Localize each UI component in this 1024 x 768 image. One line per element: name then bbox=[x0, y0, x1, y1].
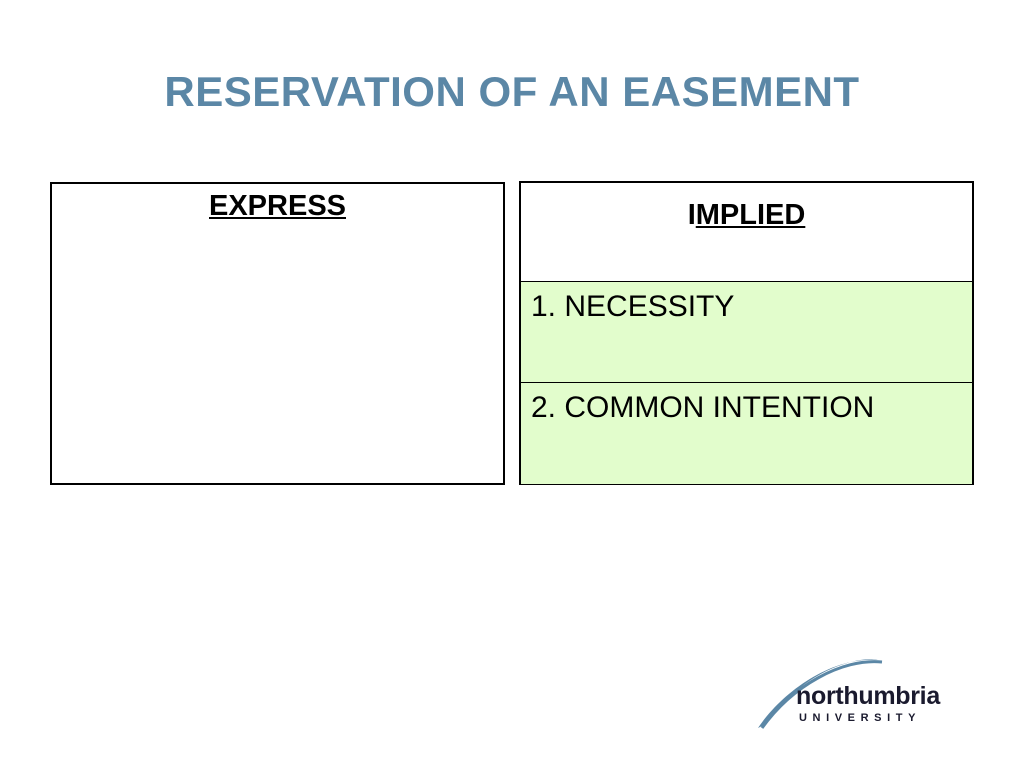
implied-heading-initial: I bbox=[687, 199, 696, 231]
implied-heading-rest: MPLIED bbox=[695, 199, 806, 231]
implied-row-label: 1. NECESSITY bbox=[531, 290, 735, 323]
implied-header-cell: IMPLIED bbox=[521, 183, 972, 281]
logo-name: northumbria bbox=[796, 682, 940, 710]
implied-row-label: 2. COMMON INTENTION bbox=[531, 391, 875, 424]
logo-subtitle: UNIVERSITY bbox=[799, 712, 922, 724]
implied-table: IMPLIED 1. NECESSITY 2. COMMON INTENTION bbox=[519, 181, 974, 485]
northumbria-logo: northumbria UNIVERSITY bbox=[752, 652, 962, 732]
implied-heading: IMPLIED bbox=[521, 199, 972, 232]
slide-title: RESERVATION OF AN EASEMENT bbox=[164, 68, 860, 115]
express-box: EXPRESS bbox=[50, 182, 505, 485]
implied-row-common-intention: 2. COMMON INTENTION bbox=[521, 382, 972, 484]
implied-row-necessity: 1. NECESSITY bbox=[521, 281, 972, 382]
logo-swoosh-icon bbox=[758, 659, 883, 729]
express-heading: EXPRESS bbox=[209, 190, 346, 222]
